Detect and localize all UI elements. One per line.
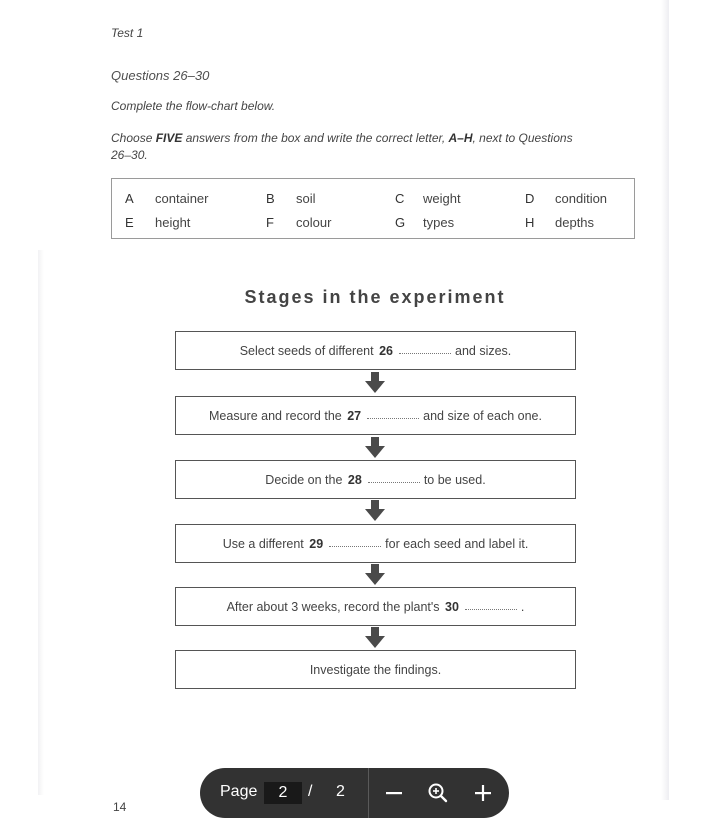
option-letter: H: [525, 215, 535, 230]
questions-heading: Questions 26–30: [111, 68, 210, 83]
answer-blank: [329, 545, 382, 547]
page-edge-left: [38, 250, 44, 795]
option-letter: G: [395, 215, 406, 230]
option-text: depths: [555, 215, 595, 230]
answer-options-box: A container B soil C weight D condition …: [111, 178, 635, 239]
down-arrow-icon: [365, 500, 385, 521]
page-edge-right: [661, 0, 669, 800]
total-pages: 2: [336, 783, 345, 800]
flowchart-stage-6: Investigate the findings.: [175, 650, 576, 689]
flowchart-title: Stages in the experiment: [244, 287, 506, 307]
zoom-in-icon[interactable]: [470, 780, 496, 806]
instruction-complete: Complete the flow-chart below.: [111, 99, 276, 113]
answer-blank: [399, 352, 451, 354]
answer-blank: [367, 417, 420, 419]
option-letter: D: [525, 191, 535, 206]
page-label: Page: [220, 783, 258, 800]
option-letter: E: [125, 215, 134, 230]
option-text: condition: [555, 191, 608, 206]
flowchart-stage-5: After about 3 weeks, record the plant's …: [175, 587, 576, 626]
option-text: colour: [296, 215, 332, 230]
answer-blank: [367, 481, 420, 483]
option-text: soil: [296, 191, 316, 206]
pdf-toolbar: Page 2 / 2: [200, 768, 509, 818]
page-separator: /: [308, 783, 313, 800]
toolbar-divider: [368, 768, 369, 818]
option-letter: A: [125, 191, 134, 206]
option-letter: F: [266, 215, 274, 230]
page-number: 14: [113, 800, 127, 814]
page-number-input[interactable]: 2: [264, 782, 302, 804]
down-arrow-icon: [365, 437, 385, 458]
down-arrow-icon: [365, 564, 385, 585]
option-text: weight: [423, 191, 461, 206]
option-text: container: [155, 191, 209, 206]
instruction-choose: Choose FIVE answers from the box and wri…: [111, 131, 573, 162]
answer-blank: [464, 608, 517, 610]
option-text: height: [155, 215, 191, 230]
option-letter: C: [395, 191, 405, 206]
option-letter: B: [266, 191, 275, 206]
zoom-icon[interactable]: [425, 780, 451, 806]
option-text: types: [423, 215, 455, 230]
test-heading: Test 1: [111, 26, 144, 40]
down-arrow-icon: [365, 627, 385, 648]
down-arrow-icon: [365, 372, 385, 393]
zoom-out-icon[interactable]: [381, 780, 407, 806]
